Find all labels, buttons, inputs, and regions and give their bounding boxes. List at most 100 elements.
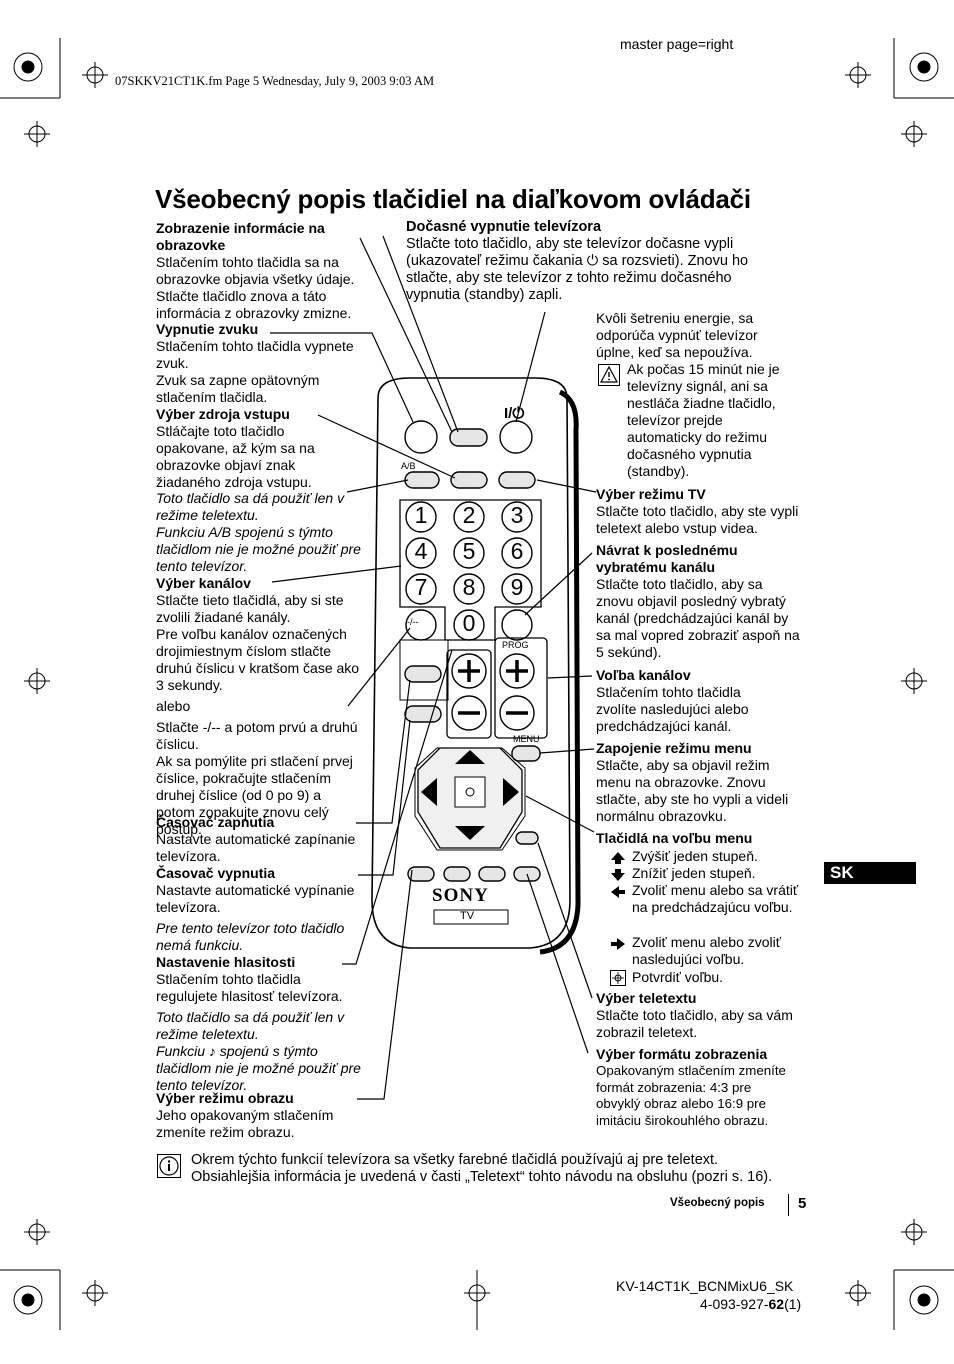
digit-8-button[interactable]: 8 bbox=[462, 574, 476, 600]
bottom-note-line2: Obsiahlejšia informácia je uvedená v čas… bbox=[191, 1169, 773, 1185]
volume-title: Nastavenie hlasitosti bbox=[156, 954, 296, 970]
nav-section: Tlačidlá na voľbu menu bbox=[596, 830, 806, 847]
page-title: Všeobecný popis tlačidiel na diaľkovom o… bbox=[155, 184, 751, 214]
digit-5-button[interactable]: 5 bbox=[462, 538, 476, 564]
mute-text: Stlačením tohto tlačidla vypnete zvuk. bbox=[156, 338, 354, 371]
digit-6-button[interactable]: 6 bbox=[510, 538, 524, 564]
page-number: 5 bbox=[798, 1195, 807, 1212]
footer-code: 4-093-927-62(1) bbox=[700, 1296, 801, 1312]
channels-text: Stlačte tieto tlačidlá, aby si ste zvoli… bbox=[156, 592, 344, 625]
volume-section: Nastavenie hlasitosti Stlačením tohto tl… bbox=[156, 954, 361, 1094]
sony-logo: SONY bbox=[432, 885, 489, 906]
input-note: Toto tlačidlo sa dá použiť len v režime … bbox=[156, 490, 366, 575]
nav-ok-text: Potvrdiť voľbu. bbox=[632, 969, 724, 985]
bottom-note-line1: Okrem týchto funkcií televízora sa všetk… bbox=[191, 1152, 719, 1168]
teletext-title: Výber teletextu bbox=[596, 990, 697, 1006]
last-title: Návrat k poslednému vybratému kanálu bbox=[596, 542, 738, 575]
picture-text: Jeho opakovaným stlačením zmeníte režim … bbox=[156, 1107, 334, 1140]
master-page-label: master page=right bbox=[620, 36, 734, 52]
format-section: Výber formátu zobrazenia Opakovaným stla… bbox=[596, 1046, 796, 1129]
footer-model: KV-14CT1K_BCNMixU6_SK bbox=[616, 1278, 794, 1294]
nav-title: Tlačidlá na voľbu menu bbox=[596, 830, 753, 846]
digit-3-button[interactable]: 3 bbox=[510, 502, 524, 528]
channels-text3: Stlačte -/-- a potom prvú a druhú číslic… bbox=[156, 719, 358, 752]
timer-on-text: Nastavte automatické zapínanie televízor… bbox=[156, 831, 356, 864]
arrow-left-icon bbox=[611, 886, 625, 898]
arrow-down-icon bbox=[611, 869, 625, 881]
arrow-up-icon bbox=[611, 852, 625, 864]
input-text: Stláčajte toto tlačidlo opakovane, až ký… bbox=[156, 423, 315, 490]
channels-text4: Ak sa pomýlite pri stlačení prvej číslic… bbox=[156, 753, 353, 837]
digit-2-button[interactable]: 2 bbox=[462, 502, 476, 528]
info-text: Stlačením tohto tlačidla sa na obrazovke… bbox=[156, 254, 355, 321]
nav-right-text: Zvoliť menu alebo zvoliť nasledujúci voľ… bbox=[632, 934, 782, 967]
remote-menu-label: MENU bbox=[513, 734, 540, 744]
mute-text2: Zvuk sa zapne opätovným stlačením tlačid… bbox=[156, 372, 320, 405]
tv-title: Výber režimu TV bbox=[596, 486, 706, 502]
prog-section: Voľba kanálov Stlačením tohto tlačidla z… bbox=[596, 667, 776, 735]
timer-off-text: Nastavte automatické vypínanie televízor… bbox=[156, 882, 355, 915]
tv-text: Stlačte toto tlačidlo, aby ste vypli tel… bbox=[596, 503, 799, 536]
input-note1: Toto tlačidlo sa dá použiť len v režime … bbox=[156, 490, 345, 523]
teletext-section: Výber teletextu Stlačte toto tlačidlo, a… bbox=[596, 990, 796, 1041]
volume-note2: Funkciu ♪ spojenú s týmto tlačidlom nie … bbox=[156, 1043, 361, 1093]
picture-title: Výber režimu obrazu bbox=[156, 1090, 294, 1106]
power-button[interactable]: I/⏻ bbox=[504, 405, 525, 422]
channels-title: Výber kanálov bbox=[156, 575, 251, 591]
menu-title: Zapojenie režimu menu bbox=[596, 740, 752, 756]
tv-section: Výber režimu TV Stlačte toto tlačidlo, a… bbox=[596, 486, 801, 537]
warning-icon bbox=[598, 364, 620, 386]
standby-title: Dočasné vypnutie televízora bbox=[406, 219, 602, 235]
timer-off-title: Časovač vypnutia bbox=[156, 865, 276, 881]
timer-off-section: Časovač vypnutia Nastavte automatické vy… bbox=[156, 865, 361, 954]
nav-down-text: Znížiť jeden stupeň. bbox=[632, 865, 756, 881]
digit-7-button[interactable]: 7 bbox=[414, 574, 428, 600]
volume-note1: Toto tlačidlo sa dá použiť len v režime … bbox=[156, 1009, 345, 1042]
footer-section: Všeobecný popis bbox=[670, 1197, 765, 1209]
timer-on-section: Časovač zapnutia Nastavte automatické za… bbox=[156, 814, 361, 865]
info-section: Zobrazenie informácie na obrazovke Stlač… bbox=[156, 220, 366, 322]
digit-9-button[interactable]: 9 bbox=[510, 574, 524, 600]
volume-text: Stlačením tohto tlačidla regulujete hlas… bbox=[156, 971, 343, 1004]
prog-title: Voľba kanálov bbox=[596, 667, 691, 683]
footer-code-c: (1) bbox=[784, 1296, 802, 1312]
input-note2: Funkciu A/B spojenú s týmto tlačidlom ni… bbox=[156, 524, 361, 574]
footer-divider bbox=[788, 1194, 789, 1216]
info-title: Zobrazenie informácie na obrazovke bbox=[156, 220, 325, 253]
footer-code-b: 62 bbox=[768, 1296, 785, 1312]
menu-section: Zapojenie režimu menu Stlačte, aby sa ob… bbox=[596, 740, 796, 825]
digit-0-button[interactable]: 0 bbox=[462, 610, 476, 636]
picture-section: Výber režimu obrazu Jeho opakovaným stla… bbox=[156, 1090, 361, 1141]
nav-up-text: Zvýšiť jeden stupeň. bbox=[632, 848, 758, 864]
arrow-right-icon bbox=[611, 938, 625, 950]
file-info: 07SKKV21CT1K.fm Page 5 Wednesday, July 9… bbox=[115, 74, 435, 88]
remote-prog-label: PROG bbox=[502, 640, 529, 650]
timer-off-note: Pre tento televízor toto tlačidlo nemá f… bbox=[156, 920, 345, 953]
mute-section: Vypnutie zvuku Stlačením tohto tlačidla … bbox=[156, 321, 366, 406]
last-text: Stlačte toto tlačidlo, aby sa znovu obja… bbox=[596, 576, 800, 660]
energy-text: Kvôli šetreniu energie, sa odporúča vypn… bbox=[596, 310, 758, 360]
timer-on-title: Časovač zapnutia bbox=[156, 814, 275, 830]
digit-1-button[interactable]: 1 bbox=[414, 502, 428, 528]
input-title: Výber zdroja vstupu bbox=[156, 406, 290, 422]
input-section: Výber zdroja vstupu Stláčajte toto tlači… bbox=[156, 406, 326, 491]
teletext-text: Stlačte toto tlačidlo, aby sa vám zobraz… bbox=[596, 1007, 793, 1040]
menu-text: Stlačte, aby sa objavil režim menu na ob… bbox=[596, 757, 789, 824]
channels-text2: Pre voľbu kanálov označených drojimiestn… bbox=[156, 626, 360, 693]
standby-section: Dočasné vypnutie televízora Stlačte toto… bbox=[406, 219, 766, 304]
prog-text: Stlačením tohto tlačidla zvolíte nasledu… bbox=[596, 684, 749, 734]
ok-icon bbox=[610, 970, 626, 986]
footer-code-a: 4-093-927- bbox=[700, 1296, 769, 1312]
language-tab: SK bbox=[824, 862, 916, 884]
mute-title: Vypnutie zvuku bbox=[156, 321, 259, 337]
format-text: Opakovaným stlačením zmeníte formát zobr… bbox=[596, 1063, 786, 1128]
last-channel-section: Návrat k poslednému vybratému kanálu Stl… bbox=[596, 542, 801, 661]
channels-section: Výber kanálov Stlačte tieto tlačidlá, ab… bbox=[156, 575, 361, 838]
dash-button[interactable]: -/-- bbox=[407, 617, 419, 627]
info-icon bbox=[157, 1154, 181, 1178]
digit-4-button[interactable]: 4 bbox=[414, 538, 428, 564]
remote-tv-label: TV bbox=[460, 910, 475, 922]
remote-ab-label: A/B bbox=[401, 461, 416, 471]
